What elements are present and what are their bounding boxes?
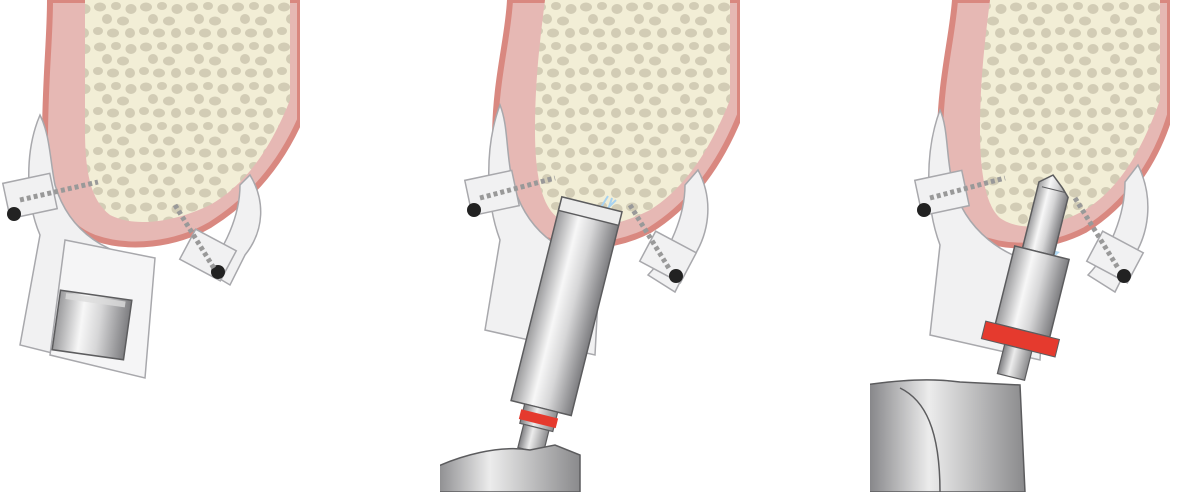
panel-guide-sleeve [0,0,300,492]
metal-sleeve [52,290,132,359]
panel-pilot-drill [870,0,1170,492]
fixation-pin-head-left [467,203,481,217]
fixation-pin-head-right [1117,269,1131,283]
handpiece-head [870,380,1025,492]
fixation-pin-head-left [917,203,931,217]
bone [85,0,290,222]
handpiece-head [440,445,580,492]
fixation-pin-head-left [7,207,21,221]
fixation-pin-head-right [669,269,683,283]
drill-sleeve-illustration [440,0,740,492]
guide-sleeve-illustration [0,0,300,492]
panel-drill-sleeve [440,0,740,492]
pilot-drill-illustration [870,0,1170,492]
